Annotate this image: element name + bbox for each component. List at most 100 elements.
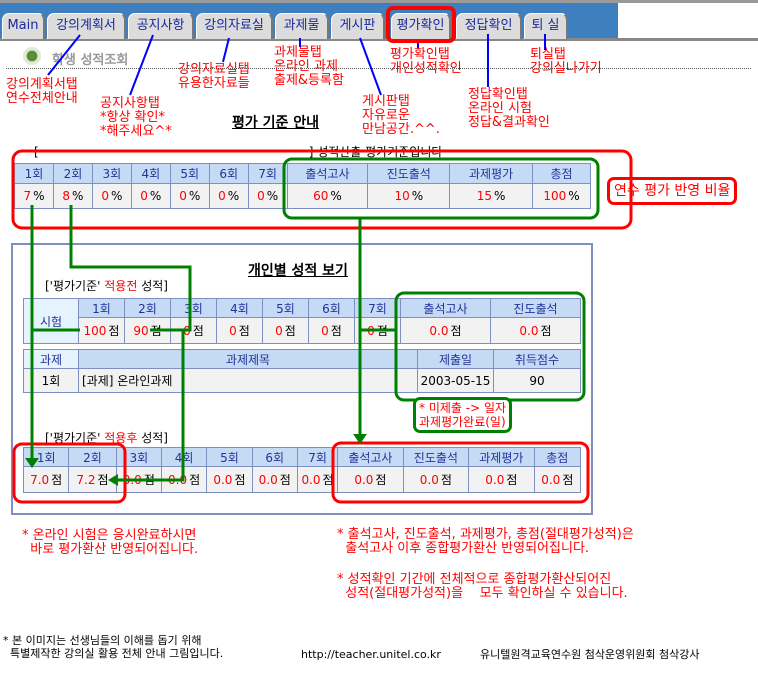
value-number: 8 (62, 189, 71, 203)
exam-header: 5회 (262, 298, 309, 318)
assign-score: 90 (493, 368, 581, 393)
criteria-value: 100% (532, 183, 591, 209)
value-unit: 점 (97, 473, 109, 487)
criteria-value: 0% (169, 183, 210, 209)
after-label-b: 적용후 (104, 431, 138, 445)
value-unit: % (568, 189, 580, 203)
before-label-c: 성적] (137, 279, 168, 293)
value-number: 100 (543, 189, 567, 203)
value-unit: 점 (234, 473, 246, 487)
value-number: 0.0 (519, 324, 539, 338)
value-unit: 점 (279, 473, 291, 487)
value-unit: 점 (330, 324, 342, 338)
value-unit: 점 (540, 324, 552, 338)
value-number: 0.0 (429, 324, 449, 338)
criteria-header: 과제평가 (449, 163, 533, 184)
exam-header: 6회 (308, 298, 355, 318)
after-header: 3회 (115, 447, 162, 467)
criteria-value: 0% (91, 183, 132, 209)
criteria-value: 0% (208, 183, 249, 209)
tab-syllabus[interactable]: 강의계획서 (47, 13, 126, 39)
value-number: 0 (179, 189, 187, 203)
criteria-value: 0% (247, 183, 288, 209)
value-unit: 점 (440, 473, 452, 487)
criteria-value: 0% (130, 183, 171, 209)
before-label-b: 적용전 (104, 279, 138, 293)
note-online-exam: * 온라인 시험은 응시완료하시면 바로 평가환산 반영되어집니다. (22, 528, 199, 557)
tab-grade[interactable]: 평가확인 (391, 13, 451, 39)
after-header: 과제평가 (468, 447, 535, 467)
value-unit: 점 (51, 473, 63, 487)
assign-header-score: 취득점수 (493, 349, 581, 369)
value-number: 0 (101, 189, 109, 203)
after-label-a: ['평가기준' (45, 431, 105, 445)
value-number: 0.0 (354, 473, 374, 487)
annotation-notice: 공지사항탭 *항상 확인* *해주세요^* (100, 96, 172, 139)
annotation-assignment: 과제물탭 온라인 과제 출제&등록함 (274, 45, 344, 88)
value-number: 90 (133, 324, 149, 338)
criteria-header: 1회 (14, 163, 54, 184)
before-label: ['평가기준' 적용전 성적] (45, 277, 168, 294)
value-unit: 점 (192, 324, 204, 338)
personal-title: 개인별 성적 보기 (248, 263, 348, 279)
value-number: 0 (321, 324, 329, 338)
value-number: 0 (218, 189, 226, 203)
value-unit: % (188, 189, 201, 203)
annotation-ratio-label: 연수 평가 반영 비율 (607, 177, 738, 205)
criteria-header: 3회 (91, 163, 132, 184)
assign-header-no: 과제 (23, 349, 79, 369)
value-unit: 점 (562, 473, 574, 487)
tab-board[interactable]: 게시판 (331, 13, 385, 39)
footer-org: 유니텔원격교육연수원 첨삭운영위원회 첨삭강사 (480, 648, 700, 661)
page-heading: 학생 성적조회 (52, 53, 129, 68)
value-unit: 점 (506, 473, 518, 487)
after-header: 6회 (251, 447, 298, 467)
tab-notice[interactable]: 공지사항 (128, 13, 194, 39)
annotation-board: 게시판탭 자유로운 만남공간.^^. (362, 94, 440, 137)
value-unit: % (411, 189, 424, 203)
exam-header: 2회 (124, 298, 171, 318)
heading-icon (23, 47, 41, 65)
after-header: 진도출석 (402, 447, 470, 467)
tab-main[interactable]: Main (2, 13, 45, 39)
tab-assignment[interactable]: 과제물 (275, 13, 329, 39)
annotation-materials: 강의자료실탭 유용한자료들 (178, 62, 250, 91)
criteria-value: 15% (449, 183, 533, 209)
before-label-a: ['평가기준' (45, 279, 105, 293)
exam-header: 출석고사 (400, 298, 491, 318)
exam-header: 1회 (78, 298, 125, 318)
after-label-c: 성적] (137, 431, 168, 445)
value-number: 0 (257, 189, 265, 203)
value-unit: 점 (284, 324, 296, 338)
value-unit: % (330, 189, 342, 203)
personal-panel (11, 243, 593, 515)
tab-materials[interactable]: 강의자료실 (196, 13, 273, 39)
annotation-grade: 평가확인탭 개인성적확인 (390, 47, 462, 76)
annotation-exit: 퇴실탭 강의실나가기 (530, 47, 602, 76)
exam-header: 7회 (354, 298, 401, 318)
value-number: 0.0 (213, 473, 233, 487)
value-number: 0 (140, 189, 148, 203)
value-unit: 점 (108, 324, 120, 338)
value-number: 0.0 (258, 473, 278, 487)
criteria-value: 10% (367, 183, 451, 209)
value-number: 60 (313, 189, 329, 203)
value-unit: 점 (189, 473, 201, 487)
after-header: 2회 (68, 447, 117, 467)
value-number: 7.0 (30, 473, 50, 487)
value-number: 0.0 (485, 473, 505, 487)
footer-url[interactable]: http://teacher.unitel.co.kr (301, 648, 441, 661)
value-number: 7.2 (76, 473, 96, 487)
